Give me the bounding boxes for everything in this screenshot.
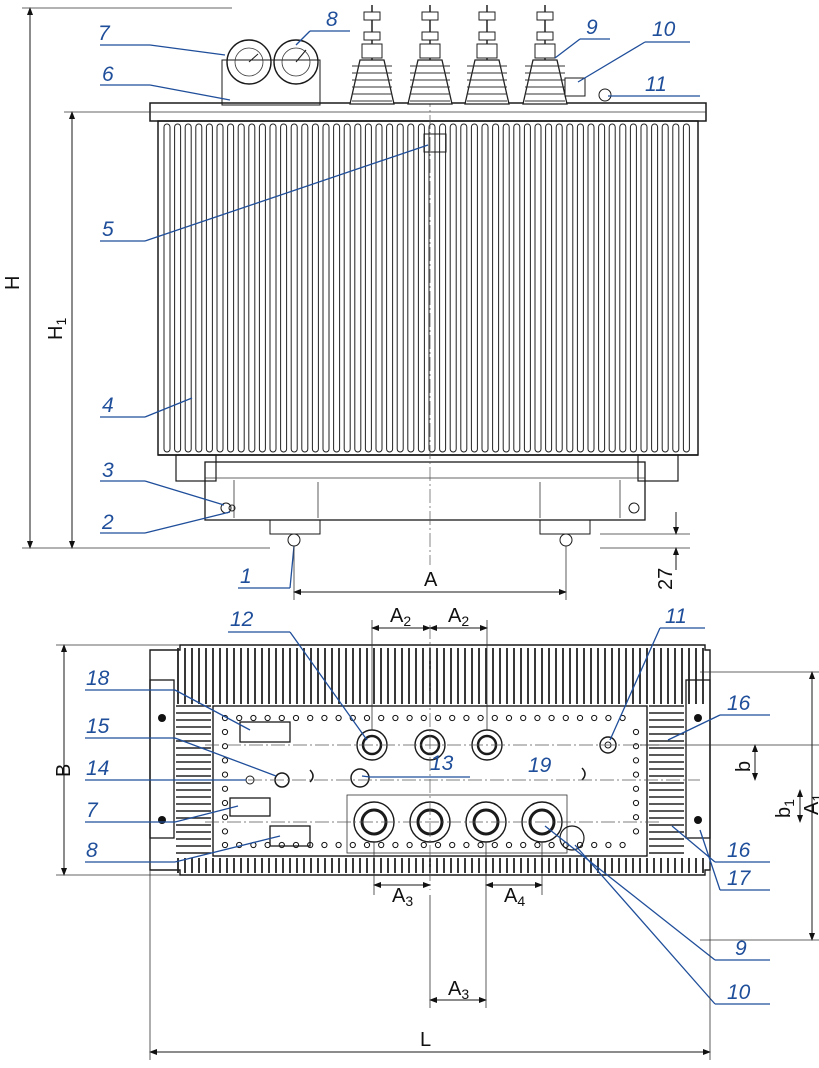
- dim-a3-center: A3: [448, 978, 469, 1002]
- top-view: 7 8 9 10 11 6 5 4 3 2 1 12 11 18 16 15 1…: [2, 8, 819, 1060]
- callout-7: 7: [98, 22, 111, 45]
- dim-a4: A4: [504, 885, 525, 909]
- wheel-right: [539, 519, 591, 535]
- lower-frame: [204, 461, 646, 521]
- radiator-fins-lower: [177, 858, 704, 873]
- callout-17: 17: [727, 867, 752, 890]
- callout-11b: 11: [665, 605, 687, 628]
- dim-a: A: [424, 569, 438, 591]
- callout-4: 4: [102, 394, 114, 417]
- callout-8b: 8: [86, 839, 98, 862]
- callout-10b: 10: [727, 981, 751, 1004]
- callout-5: 5: [102, 218, 114, 241]
- callout-12: 12: [230, 608, 254, 631]
- side-rail-left: [149, 679, 175, 839]
- dim-b1: b1: [773, 799, 797, 818]
- dim-h: H: [2, 276, 24, 290]
- callout-15: 15: [86, 715, 110, 738]
- radiator-fins: [163, 123, 690, 453]
- dim-b-outer: B: [53, 764, 75, 777]
- wheel-left: [269, 519, 321, 535]
- bottom-bracket-right: [637, 454, 679, 482]
- bottom-bracket-left: [175, 454, 217, 482]
- nameplate: [423, 133, 447, 153]
- relay-box: [239, 721, 291, 743]
- callout-18: 18: [86, 667, 110, 690]
- dim-a2-left: A2: [390, 605, 411, 629]
- dim-a2-right: A2: [448, 605, 469, 629]
- callout-8: 8: [326, 8, 338, 31]
- callout-10: 10: [652, 18, 676, 41]
- front-view: [22, 5, 707, 600]
- callout-9: 9: [586, 16, 598, 39]
- callout-16a: 16: [727, 692, 751, 715]
- callout-1: 1: [240, 565, 252, 588]
- dim-27: 27: [655, 568, 677, 590]
- dim-h1: H1: [45, 318, 69, 340]
- dim-a1: A1: [801, 794, 819, 815]
- callout-2: 2: [101, 511, 114, 534]
- callout-11: 11: [645, 73, 667, 96]
- callout-3: 3: [102, 459, 114, 482]
- callout-16b: 16: [727, 839, 751, 862]
- callout-19: 19: [528, 754, 552, 777]
- callout-7b: 7: [86, 799, 99, 822]
- gauge-left-icon: [226, 39, 272, 85]
- callout-13: 13: [430, 752, 454, 775]
- callout-14: 14: [86, 757, 109, 780]
- callout-9b: 9: [735, 937, 747, 960]
- dim-l: L: [420, 1029, 431, 1051]
- dim-b: b: [733, 761, 755, 772]
- hv-bushings: [349, 5, 568, 105]
- callout-6: 6: [102, 63, 114, 86]
- thermometer-gauges: [221, 39, 321, 106]
- dim-a3-left: A3: [392, 885, 413, 909]
- gauge-right-icon: [273, 39, 319, 85]
- side-rail-right: [685, 679, 711, 839]
